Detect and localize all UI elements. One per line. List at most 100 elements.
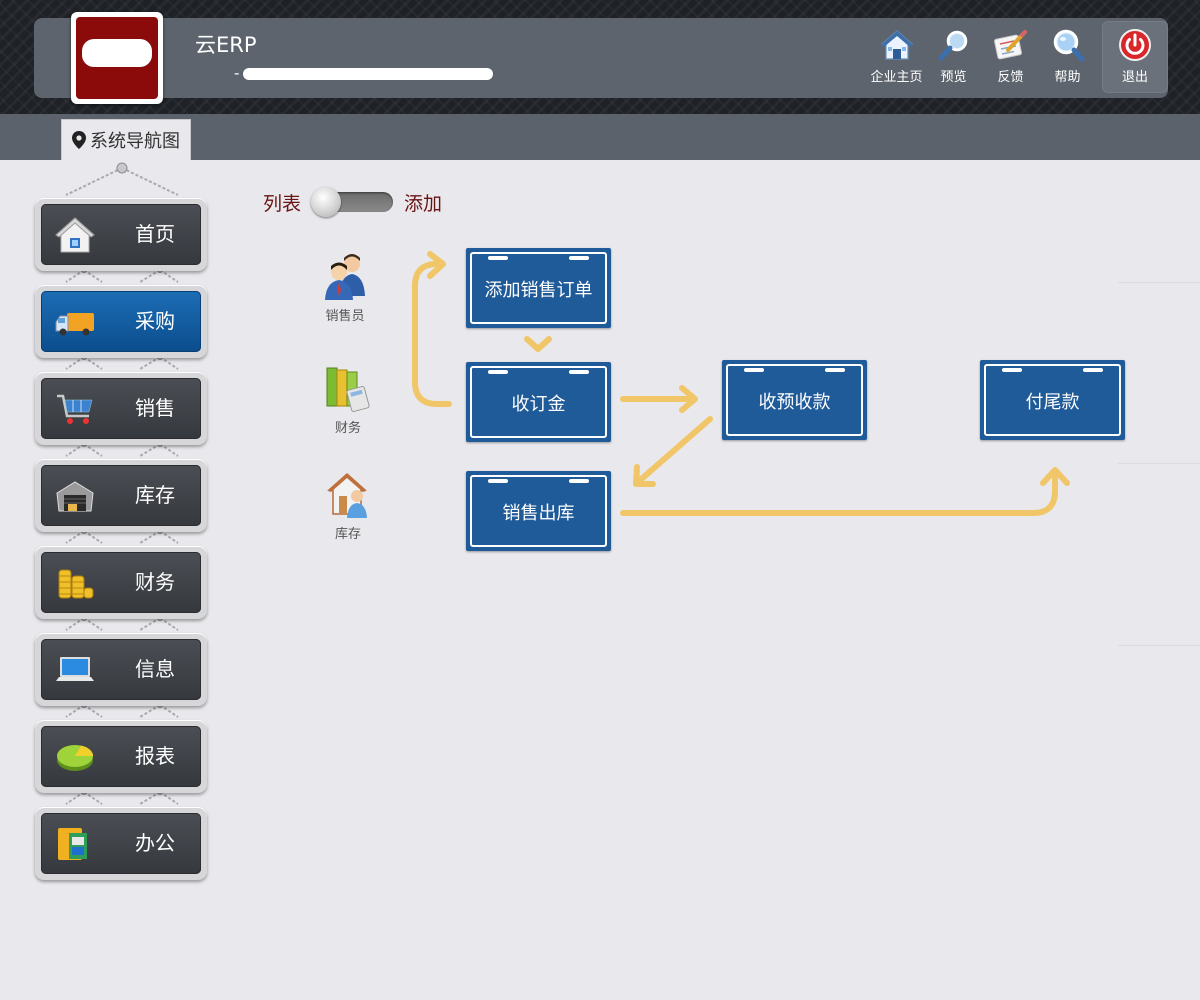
- step-slot: [488, 479, 508, 483]
- role-salesperson: 销售员: [310, 252, 380, 324]
- step-add-sales-order[interactable]: 添加销售订单: [466, 248, 611, 328]
- step-collect-prepayment[interactable]: 收预收款: [722, 360, 867, 440]
- nav-label: 退出: [1121, 70, 1148, 85]
- menu-label: 财务: [135, 570, 175, 594]
- row-divider: [1118, 282, 1200, 283]
- role-label: 库存: [334, 527, 361, 542]
- menu-item-face: 报表: [41, 726, 201, 787]
- company-logo[interactable]: [71, 12, 163, 104]
- arrowhead-deposit-to-prepayment: [679, 385, 698, 413]
- menu-label: 信息: [135, 657, 175, 681]
- nav-label: 企业主页: [870, 70, 923, 85]
- step-label: 添加销售订单: [484, 280, 593, 301]
- menu-label: 报表: [135, 744, 175, 768]
- step-label: 收订金: [511, 394, 566, 415]
- menu-item-face: 库存: [41, 465, 201, 526]
- menu-label: 办公: [135, 831, 175, 855]
- finance-binders-icon: [326, 367, 370, 412]
- logo-redaction: [82, 39, 152, 67]
- power-icon: [1119, 29, 1151, 61]
- folder-icon: [58, 828, 87, 860]
- arrowhead-deposit-to-order: [427, 251, 446, 279]
- logout-button[interactable]: 退出: [1102, 21, 1168, 93]
- nav-label: 反馈: [997, 70, 1024, 85]
- breadcrumb-tab-nav-map[interactable]: 系统导航图: [61, 119, 191, 160]
- menu-item-finance[interactable]: 财务: [35, 546, 207, 619]
- step-pay-final-balance[interactable]: 付尾款: [980, 360, 1125, 440]
- menu-item-reports[interactable]: 报表: [35, 720, 207, 793]
- menu-label: 首页: [135, 222, 175, 246]
- app-subtitle: -: [234, 64, 494, 82]
- nav-feedback[interactable]: 反馈: [982, 28, 1039, 85]
- step-slot: [569, 256, 589, 260]
- menu-item-home[interactable]: 首页: [35, 198, 207, 271]
- magnifier-icon: [938, 30, 967, 61]
- switch-knob[interactable]: [311, 187, 342, 217]
- arrow-outbound-to-final-payment: [620, 469, 1058, 516]
- row-divider: [1118, 645, 1200, 646]
- role-label: 财务: [334, 421, 361, 436]
- app-title: 云ERP: [195, 33, 257, 57]
- home-icon: [879, 30, 914, 60]
- warehouse-keeper-icon: [327, 472, 367, 518]
- step-collect-deposit[interactable]: 收订金: [466, 362, 611, 442]
- step-label: 收预收款: [758, 392, 831, 413]
- menu-item-purchase[interactable]: 采购: [35, 285, 207, 358]
- step-slot: [488, 256, 508, 260]
- subtitle-redaction: [243, 67, 494, 80]
- arrow-deposit-to-order: [412, 261, 452, 407]
- list-add-switch[interactable]: [311, 187, 395, 217]
- row-divider: [1118, 463, 1200, 464]
- step-label: 付尾款: [1025, 392, 1080, 413]
- menu-item-face: 财务: [41, 552, 201, 613]
- pie-chart-icon: [57, 745, 94, 771]
- shopping-cart-icon: [57, 394, 93, 424]
- step-frame: [726, 364, 863, 436]
- view-toggle: 列表 添加: [263, 186, 442, 218]
- arrowhead-outbound-to-final-payment: [1040, 467, 1070, 486]
- top-bar-panel: [34, 18, 1168, 98]
- menu-label: 库存: [135, 483, 175, 507]
- nav-label: 预览: [940, 70, 967, 85]
- step-slot: [569, 370, 589, 374]
- coins-icon: [58, 569, 94, 599]
- side-menu: 首页 采购 销售: [0, 160, 240, 890]
- step-label: 销售出库: [502, 503, 575, 524]
- menu-item-information[interactable]: 信息: [35, 633, 207, 706]
- nav-company-home[interactable]: 企业主页: [868, 28, 925, 85]
- subtitle-prefix: -: [234, 64, 240, 82]
- menu-item-sales[interactable]: 销售: [35, 372, 207, 445]
- step-frame: [470, 252, 607, 324]
- logo-badge: [76, 17, 158, 99]
- step-slot: [569, 479, 589, 483]
- map-pin-icon: [72, 131, 86, 149]
- menu-label: 销售: [135, 396, 175, 420]
- breadcrumb-label: 系统导航图: [90, 131, 180, 152]
- step-frame: [984, 364, 1121, 436]
- step-slot: [488, 370, 508, 374]
- nav-help[interactable]: 帮助: [1039, 28, 1096, 85]
- role-finance: 财务: [313, 364, 383, 436]
- step-frame: [470, 475, 607, 547]
- help-search-icon: [1053, 29, 1084, 62]
- menu-item-face: 采购: [41, 291, 201, 352]
- notepad-pencil-icon: [993, 30, 1027, 60]
- nav-preview[interactable]: 预览: [925, 28, 982, 85]
- arrowhead-prepayment-to-outbound: [633, 464, 656, 487]
- menu-item-office[interactable]: 办公: [35, 807, 207, 880]
- salesperson-icon: [325, 254, 365, 300]
- step-slot: [825, 368, 845, 372]
- arrowhead-order-to-deposit: [524, 336, 552, 352]
- role-label: 销售员: [325, 309, 365, 324]
- toggle-label-list[interactable]: 列表: [263, 192, 302, 215]
- step-frame: [470, 366, 607, 438]
- menu-item-face: 办公: [41, 813, 201, 874]
- menu-item-inventory[interactable]: 库存: [35, 459, 207, 532]
- step-slot: [744, 368, 764, 372]
- menu-label: 采购: [135, 309, 175, 333]
- step-slot: [1083, 368, 1103, 372]
- role-inventory: 库存: [313, 470, 383, 542]
- nav-label: 帮助: [1054, 70, 1081, 85]
- toggle-label-add[interactable]: 添加: [404, 192, 443, 215]
- step-sales-outbound[interactable]: 销售出库: [466, 471, 611, 551]
